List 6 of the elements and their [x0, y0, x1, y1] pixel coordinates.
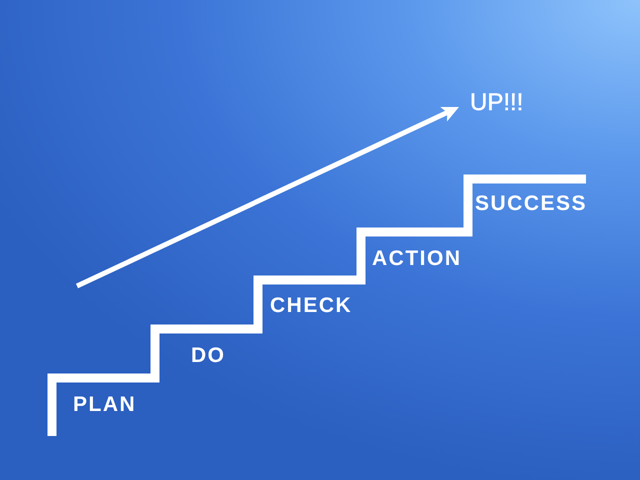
- up-label: UP!!!: [470, 91, 524, 115]
- step-label: DO: [191, 345, 226, 367]
- step-label: ACTION: [372, 248, 462, 270]
- step-label: SUCCESS: [475, 193, 588, 215]
- step-label: CHECK: [270, 295, 352, 317]
- step-label: PLAN: [73, 394, 136, 416]
